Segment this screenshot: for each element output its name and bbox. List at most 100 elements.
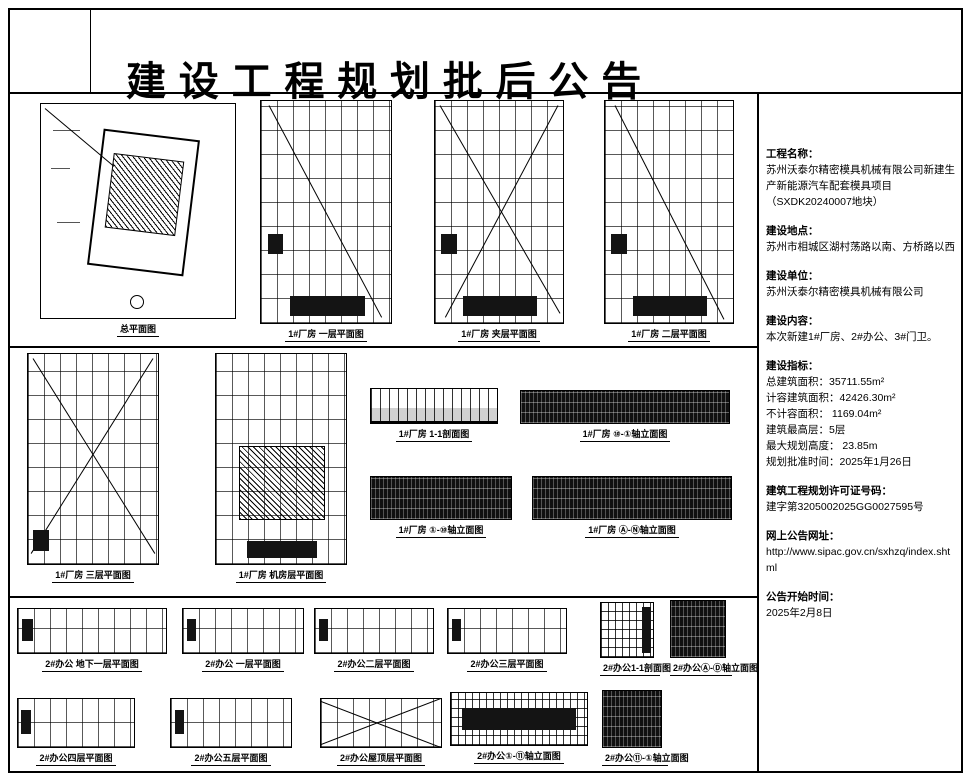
site-annotation <box>56 221 80 223</box>
info-block-content: 建设内容： 本次新建1#厂房、2#办公、3#门卫。 <box>766 313 955 345</box>
page-title: 建设工程规划批后公告 <box>126 59 654 104</box>
site-building-hatch <box>105 153 185 236</box>
drawing-caption: 1#厂房 夹层平面图 <box>458 327 540 342</box>
drawing-office2-elevation-1-11: 2#办公①-⑪轴立面图 <box>450 692 588 764</box>
drawing-caption: 1#厂房 1-1剖面图 <box>395 427 473 442</box>
info-value: 本次新建1#厂房、2#办公、3#门卫。 <box>766 331 938 343</box>
plan-graphic <box>17 608 167 654</box>
drawing-caption: 2#办公 一层平面图 <box>202 657 284 672</box>
plan-graphic <box>314 608 434 654</box>
plan-graphic <box>320 698 442 748</box>
drawings-area: 总平面图 1#厂房 一层平面图 1#厂房 夹层平面图 <box>10 94 961 771</box>
info-value-total-area: 总建筑面积：35711.55m² <box>766 376 885 388</box>
plan-core-block <box>267 234 284 255</box>
plan-graphic <box>260 100 392 324</box>
info-label: 建设单位： <box>766 270 819 282</box>
info-label: 建设地点： <box>766 225 819 237</box>
info-value-announcement-url: http://www.sipac.gov.cn/sxhzq/index.shtm… <box>766 546 951 574</box>
info-label: 公告开始时间： <box>766 591 840 603</box>
plan-graphic <box>447 608 567 654</box>
info-value-start-date: 2025年2月8日 <box>766 607 833 619</box>
plan-core-block <box>247 540 318 558</box>
info-value: 苏州沃泰尔精密模具机械有限公司 <box>766 286 924 298</box>
plan-core-block <box>441 234 457 255</box>
leader-line <box>321 699 441 746</box>
drawing-caption: 2#办公二层平面图 <box>334 657 414 672</box>
drawing-office2-floor2-plan: 2#办公二层平面图 <box>314 608 434 672</box>
header-divider <box>90 10 91 92</box>
drawing-factory1-elevation-10-1: 1#厂房 ⑩-①轴立面图 <box>520 390 730 442</box>
info-panel: 工程名称： 苏州沃泰尔精密模具机械有限公司新建生 产新能源汽车配套模具项目 （S… <box>757 94 959 771</box>
plan-core-block <box>463 296 538 317</box>
info-label: 建筑工程规划许可证号码： <box>766 485 892 497</box>
plan-core-block <box>289 296 365 317</box>
drawing-caption: 2#办公四层平面图 <box>36 751 116 766</box>
drawing-factory1-floor2-plan: 1#厂房 二层平面图 <box>604 100 734 342</box>
drawing-factory1-floor1-plan: 1#厂房 一层平面图 <box>260 100 392 342</box>
info-block-permit: 建筑工程规划许可证号码： 建字第3205002025GG0027595号 <box>766 483 955 515</box>
info-value: 产新能源汽车配套模具项目 <box>766 180 892 192</box>
plan-graphic <box>27 353 159 565</box>
drawing-caption: 1#厂房 机房层平面图 <box>235 568 327 583</box>
elevation-graphic <box>602 690 662 748</box>
site-annotation <box>52 129 80 131</box>
info-block-indicators: 建设指标： 总建筑面积：35711.55m² 计容建筑面积：42426.30m²… <box>766 358 955 470</box>
section-core-block <box>641 607 651 653</box>
info-label: 工程名称： <box>766 148 819 160</box>
leader-line <box>439 105 561 315</box>
drawing-factory1-machine-room-plan: 1#厂房 机房层平面图 <box>215 353 347 583</box>
drawing-caption: 1#厂房 二层平面图 <box>628 327 710 342</box>
info-value-permit-number: 建字第3205002025GG0027595号 <box>766 501 924 513</box>
elevation-graphic <box>450 692 588 746</box>
info-block-url: 网上公告网址： http://www.sipac.gov.cn/sxhzq/in… <box>766 528 955 576</box>
drawing-caption: 2#办公①-⑪轴立面图 <box>474 749 564 764</box>
leader-line <box>32 358 156 555</box>
plan-graphic <box>604 100 734 324</box>
info-value-uncountable-area: 不计容面积： 1169.04m² <box>766 408 882 420</box>
drawing-office2-floor3-plan: 2#办公三层平面图 <box>447 608 567 672</box>
leader-line <box>268 105 382 319</box>
info-value-max-height: 最大规划高度： 23.85m <box>766 440 878 452</box>
plan-core-block <box>451 618 461 641</box>
header: 建设工程规划批后公告 <box>10 10 961 104</box>
elevation-graphic <box>370 476 512 520</box>
leader-line <box>30 358 154 555</box>
plan-graphic <box>182 608 304 654</box>
drawing-factory1-section-1-1: 1#厂房 1-1剖面图 <box>370 388 498 442</box>
info-block-location: 建设地点： 苏州市相城区湖村荡路以南、方桥路以西 <box>766 223 955 255</box>
info-value: 苏州沃泰尔精密模具机械有限公司新建生 <box>766 164 955 176</box>
drawing-office2-section-1-1: 2#办公1-1剖面图 <box>600 602 671 676</box>
site-parcel-outline <box>87 128 201 277</box>
drawing-office2-floor4-plan: 2#办公四层平面图 <box>17 698 135 766</box>
drawing-factory1-floor3-plan: 1#厂房 三层平面图 <box>27 353 159 583</box>
plan-core-block <box>21 709 31 734</box>
drawing-factory1-mezzanine-plan: 1#厂房 夹层平面图 <box>434 100 564 342</box>
plan-graphic <box>215 353 347 565</box>
plan-core-block <box>33 530 49 552</box>
info-label: 建设指标： <box>766 360 819 372</box>
drawing-caption: 总平面图 <box>116 322 159 337</box>
drawing-office2-floor5-plan: 2#办公五层平面图 <box>170 698 292 766</box>
plan-core-block <box>633 296 708 317</box>
plan-core-block <box>22 618 33 641</box>
info-label: 网上公告网址： <box>766 530 840 542</box>
drawing-office2-roof-plan: 2#办公屋顶层平面图 <box>320 698 442 766</box>
elevation-graphic <box>532 476 732 520</box>
drawing-caption: 2#办公屋顶层平面图 <box>336 751 425 766</box>
info-block-unit: 建设单位： 苏州沃泰尔精密模具机械有限公司 <box>766 268 955 300</box>
info-value-countable-area: 计容建筑面积：42426.30m² <box>766 392 896 404</box>
site-plan-graphic <box>40 103 236 319</box>
plan-graphic <box>170 698 292 748</box>
north-arrow-icon <box>130 295 145 310</box>
drawing-factory1-elevation-1-10: 1#厂房 ①-⑩轴立面图 <box>370 476 512 538</box>
elevation-graphic <box>520 390 730 424</box>
leader-line <box>614 105 725 321</box>
site-annotation <box>50 168 71 170</box>
section-graphic <box>370 388 498 424</box>
drawing-caption: 2#办公 地下一层平面图 <box>42 657 142 672</box>
plan-core-block <box>174 709 185 734</box>
info-value: 苏州市相城区湖村荡路以南、方桥路以西 <box>766 241 955 253</box>
drawing-office2-elevation-a-d: 2#办公Ⓐ-Ⓓ轴立面图 <box>670 600 758 676</box>
leader-line <box>321 700 441 747</box>
section-divider-1 <box>10 346 757 348</box>
